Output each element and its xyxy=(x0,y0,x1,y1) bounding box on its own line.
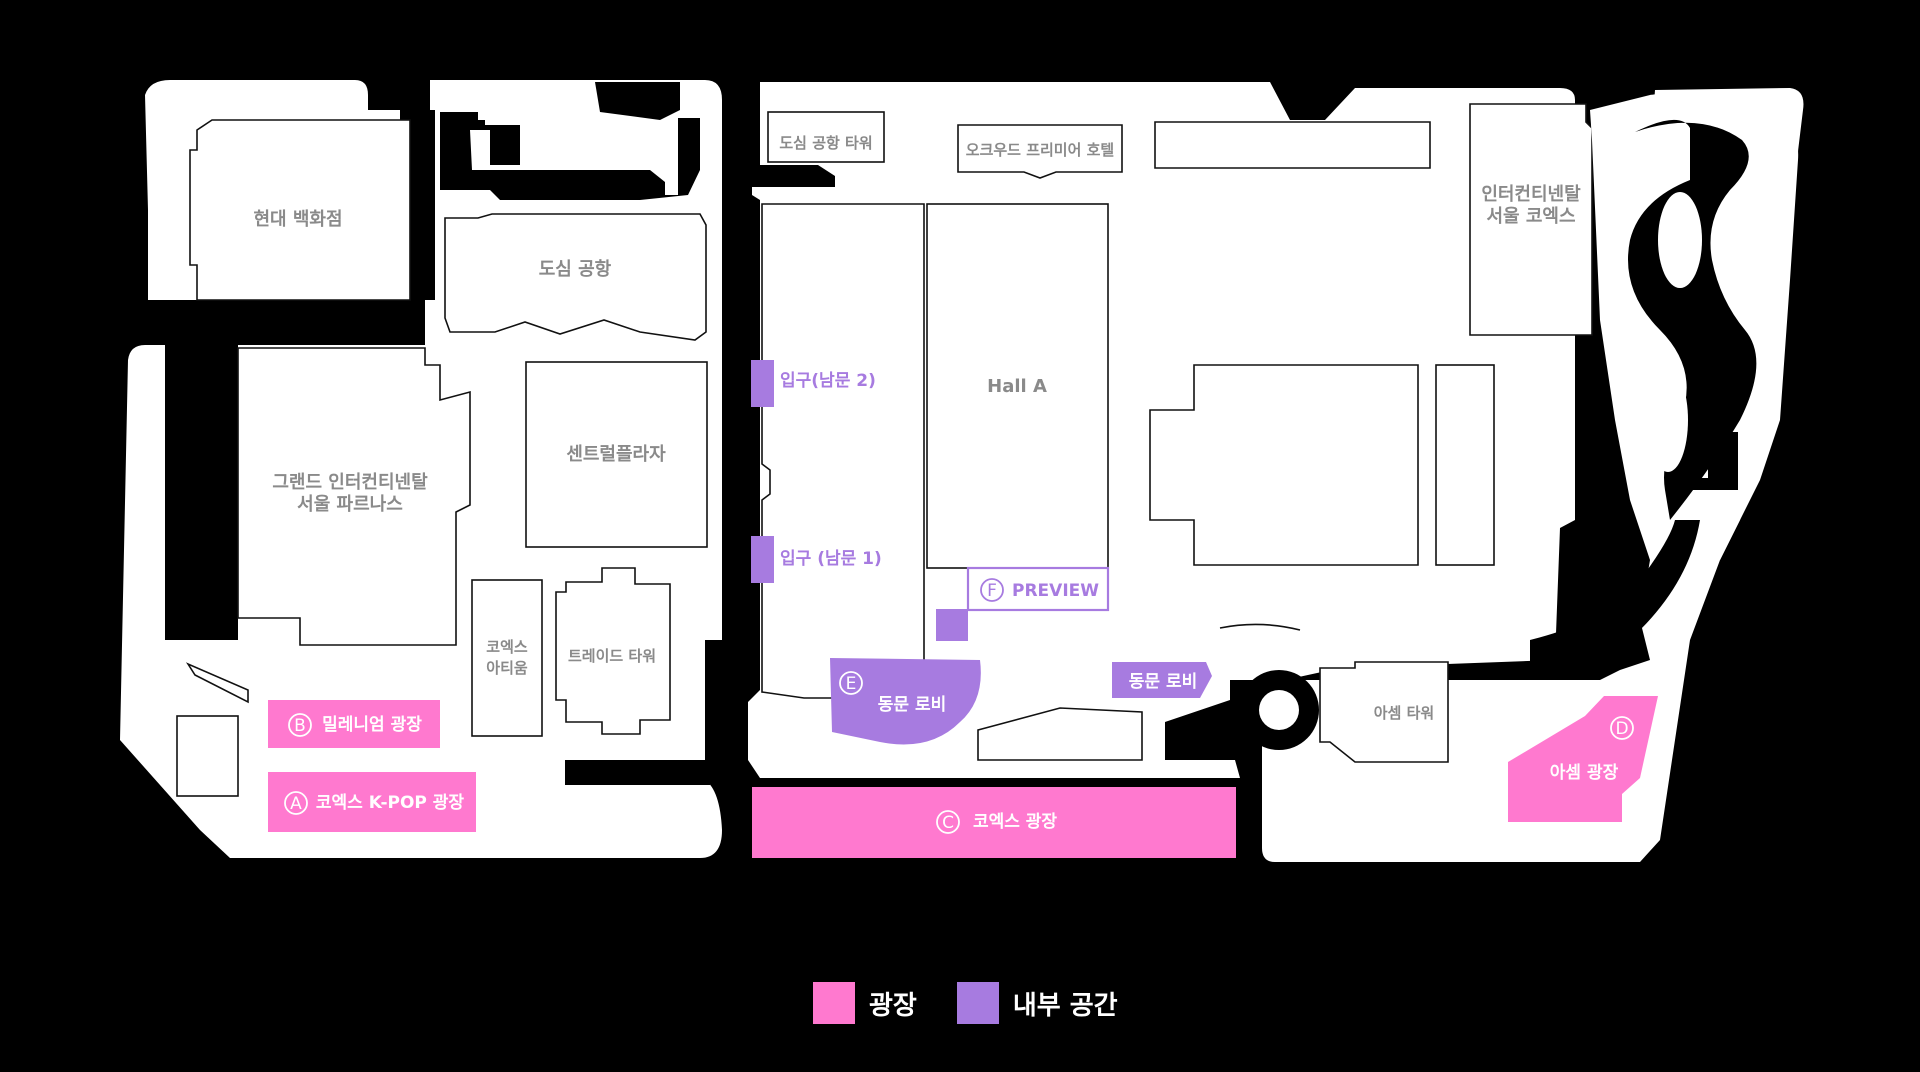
zone-b-millennium[interactable] xyxy=(268,700,440,748)
city-airport-label: 도심 공항 xyxy=(539,259,612,280)
city-airport xyxy=(444,213,707,341)
hall-a xyxy=(926,203,1109,569)
trade-tower xyxy=(555,567,671,735)
south-entrance-1-label: 입구 (남문 1) xyxy=(780,549,882,569)
zone-e-badge xyxy=(839,671,863,695)
grand-ic-label-2: 서울 파르나스 xyxy=(297,494,403,515)
hyundai-dept-store xyxy=(189,119,411,301)
hyundai-label: 현대 백화점 xyxy=(253,209,342,230)
legend-indoor-label: 내부 공간 xyxy=(1012,990,1118,1021)
legend-plaza-label: 광장 xyxy=(869,990,917,1021)
grand-ic-label-1: 그랜드 인터컨티넨탈 xyxy=(272,472,428,493)
zone-d-badge xyxy=(1610,716,1634,740)
oakwood-label: 오크우드 프리미어 호텔 xyxy=(966,141,1114,159)
east-lobby-2-label: 동문 로비 xyxy=(1129,672,1197,692)
legend-plaza-swatch xyxy=(813,982,855,1024)
oakwood-hotel xyxy=(957,124,1123,179)
trade-tower-label: 트레이드 타워 xyxy=(568,647,656,665)
south-entrance-1[interactable] xyxy=(751,536,774,583)
central-plaza-label: 센트럴플라자 xyxy=(566,443,666,465)
central-plaza xyxy=(525,361,708,548)
legend-indoor-swatch xyxy=(956,982,999,1024)
coex-atrium-label-2: 아티움 xyxy=(486,659,528,677)
south-entrance-2-label: 입구(남문 2) xyxy=(780,371,876,391)
asem-tower xyxy=(1319,661,1449,763)
zone-c-badge xyxy=(936,810,960,834)
zone-c-label: 코엑스 광장 xyxy=(973,812,1057,832)
zone-e-east-lobby[interactable] xyxy=(830,658,981,745)
exhibition-hall xyxy=(1149,364,1419,566)
zone-d-label: 아셈 광장 xyxy=(1550,763,1619,783)
asem-tower-label: 아셈 타워 xyxy=(1374,704,1434,722)
east-lobby-2[interactable] xyxy=(1112,662,1212,698)
svg-text:F: F xyxy=(987,581,997,601)
svg-text:D: D xyxy=(1615,719,1628,739)
zone-a-label: 코엑스 K-POP 광장 xyxy=(316,793,465,813)
zone-f-label: PREVIEW xyxy=(1012,581,1099,601)
svg-text:E: E xyxy=(846,674,857,694)
city-airport-tower xyxy=(767,111,885,163)
zone-e-label: 동문 로비 xyxy=(878,695,946,715)
grand-intercontinental xyxy=(237,347,471,646)
svg-text:C: C xyxy=(942,813,954,833)
zone-f-badge xyxy=(980,578,1004,602)
zone-c-coex-plaza[interactable] xyxy=(752,787,1236,858)
coex-atrium-label-1: 코엑스 xyxy=(486,638,528,656)
map-legend: 광장 내부 공간 xyxy=(813,982,1144,1024)
ic-coex-label-1: 인터컨티넨탈 xyxy=(1481,184,1581,205)
zone-f-preview[interactable] xyxy=(966,566,1110,612)
exhibition-hall-annex xyxy=(1435,364,1495,566)
city-airport-tower-label: 도심 공항 타워 xyxy=(779,134,872,152)
hall-a-label: Hall A xyxy=(987,376,1047,397)
zone-a-badge xyxy=(284,791,308,815)
coex-atrium xyxy=(471,579,543,737)
zone-d-asem-plaza[interactable] xyxy=(1508,696,1658,822)
ic-coex-label-2: 서울 코엑스 xyxy=(1486,206,1575,227)
zone-b-badge xyxy=(288,713,312,737)
south-entrance-2[interactable] xyxy=(751,360,774,407)
parking-ramp-west xyxy=(440,112,700,200)
zone-b-label: 밀레니엄 광장 xyxy=(322,714,422,735)
svg-text:A: A xyxy=(290,794,302,814)
zone-a-kpop[interactable] xyxy=(268,772,476,832)
svg-text:B: B xyxy=(294,716,306,736)
